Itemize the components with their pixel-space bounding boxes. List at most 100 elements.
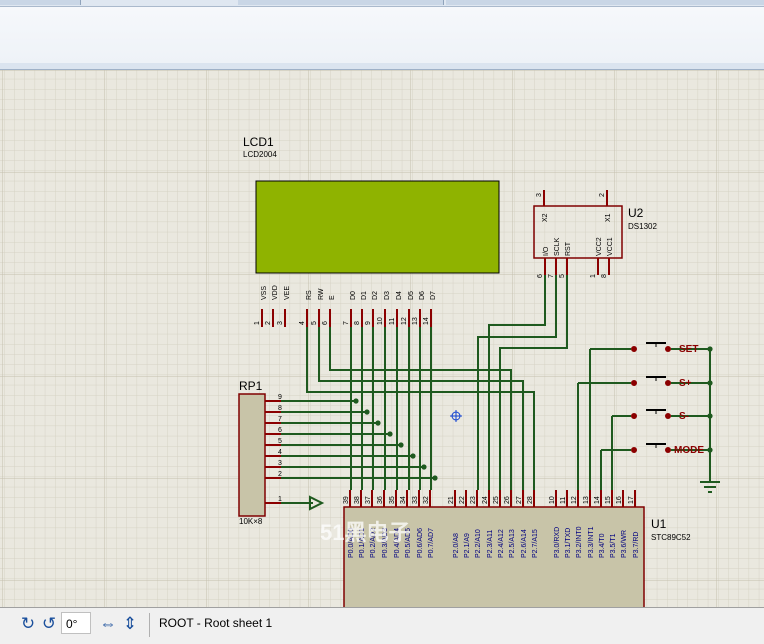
rp-value: 10K×8 [239, 517, 263, 526]
lcd-pin-number: 10 [377, 317, 384, 325]
rtc-pin-name: X2 [542, 213, 549, 222]
rtc-sclk-wire [477, 275, 557, 490]
rp-pin-number: 8 [278, 405, 282, 412]
mcu-body [343, 506, 645, 607]
lcd-pin-name: E [329, 295, 336, 300]
lcd-pin-number: 11 [389, 318, 396, 325]
port3-pin-number: 15 [605, 496, 612, 504]
port3-pin-number: 16 [616, 496, 623, 504]
button-label: S- [679, 411, 689, 422]
button-terminal [631, 380, 637, 386]
lcd-pin-number: 7 [343, 321, 350, 325]
port3-pin-number: 13 [583, 496, 590, 504]
lcd-pin-name: D0 [350, 291, 357, 300]
lcd-ref: LCD1 [243, 135, 274, 149]
tab-1[interactable] [0, 0, 81, 5]
tab-strip [0, 0, 764, 7]
button-label: S+ [679, 378, 692, 389]
lcd-pin-number: 13 [412, 317, 419, 325]
lcd-pin-name: D5 [408, 291, 415, 300]
port2-pin-name: P2.1/A9 [464, 533, 471, 558]
sheet-label: ROOT - Root sheet 1 [159, 616, 273, 630]
components [238, 180, 720, 607]
port2-pin-name: P2.3/A11 [487, 530, 494, 558]
lcd-pin-number: 14 [423, 317, 430, 325]
schematic-canvas[interactable]: LCD1LCD2004VSS1VDD2VEE3RS4RW5E6D07D18D29… [0, 70, 764, 607]
port0-pin-name: P0.5/AD5 [405, 528, 412, 558]
port3-pin-number: 14 [594, 496, 601, 504]
port3-pin-number: 11 [560, 497, 567, 504]
rotate-cw-icon[interactable]: ↻ [20, 614, 36, 633]
rtc-pin-number: 1 [590, 274, 597, 278]
rp-pin-number: 1 [278, 496, 282, 503]
button-terminal [665, 380, 671, 386]
lcd-pin-name: RS [306, 290, 313, 300]
junction-dot [398, 442, 404, 448]
labels: LCD1LCD2004VSS1VDD2VEE3RS4RW5E6D07D18D29… [239, 135, 704, 558]
port3-pin-number: 12 [571, 496, 578, 504]
rp-pin-number: 9 [278, 394, 282, 401]
mirror-horizontal-icon[interactable]: ⇔ [99, 614, 117, 633]
junction-dot [432, 475, 438, 481]
rtc-pin-number: 5 [559, 274, 566, 278]
junction-dot [410, 453, 416, 459]
port3-pin-name: P3.2/INT0 [576, 526, 583, 558]
port3-pin-name: P3.4/T0 [599, 533, 606, 558]
lcd-pin-name: D2 [372, 291, 379, 300]
port2-pin-number: 26 [504, 496, 511, 504]
port0-pin-name: P0.4/AD4 [394, 528, 401, 558]
port0-pin-number: 33 [412, 496, 419, 504]
port2-pin-number: 24 [482, 496, 489, 504]
lcd-display [255, 180, 500, 274]
port2-pin-number: 21 [448, 496, 455, 504]
wires [281, 275, 713, 504]
port3-pin-name: P3.0/RXD [554, 527, 561, 558]
lcd-pin-name: VDD [272, 285, 279, 300]
button-terminal [665, 447, 671, 453]
tab-3[interactable] [446, 0, 764, 5]
rotate-ccw-icon[interactable]: ↺ [41, 614, 57, 633]
rp-pin-number: 4 [278, 449, 282, 456]
rtc-rst-wire [499, 275, 568, 490]
lcd-pin-name: D4 [396, 291, 403, 300]
port0-pin-name: P0.2/AD2 [370, 528, 377, 558]
lcd-pin-number: 2 [265, 321, 272, 325]
rtc-pin-name: SCLK [554, 237, 561, 256]
port3-pin-number: 10 [549, 496, 556, 504]
port2-pin-number: 28 [527, 496, 534, 504]
lcd-pin-number: 1 [254, 321, 261, 325]
port3-pin-number: 17 [628, 496, 635, 504]
rtc-pin-number: 2 [599, 193, 606, 197]
button-terminal [631, 447, 637, 453]
junction-dot [387, 431, 393, 437]
button-label: MODE [674, 445, 704, 456]
rtc-io-wire [488, 275, 546, 490]
port3-pin-name: P3.6/WR [621, 530, 628, 558]
port0-pin-name: P0.3/AD3 [382, 528, 389, 558]
lcd-pin-number: 6 [322, 321, 329, 325]
tab-2[interactable] [238, 0, 444, 5]
port0-pin-number: 34 [400, 496, 407, 504]
lcd-value: LCD2004 [243, 150, 277, 159]
rp-ref: RP1 [239, 379, 263, 393]
port3-pin-name: P3.3/INT1 [588, 526, 595, 558]
mirror-vertical-icon[interactable]: ⇕ [122, 614, 138, 633]
rtc-pin-number: 6 [537, 274, 544, 278]
rp-pin-number: 7 [278, 416, 282, 423]
button-terminal [665, 346, 671, 352]
lcd-pin-number: 9 [365, 321, 372, 325]
rtc-pin-number: 3 [536, 193, 543, 197]
rotation-field[interactable]: 0° [61, 612, 91, 634]
port2-pin-number: 25 [493, 496, 500, 504]
rp-pin-number: 5 [278, 438, 282, 445]
lcd-pin-name: D3 [384, 291, 391, 300]
rs-wire [306, 327, 535, 490]
button-terminal [665, 413, 671, 419]
resistor-pack-body [238, 393, 266, 517]
lcd-pin-name: D1 [361, 291, 368, 300]
vcc-arrow [309, 495, 325, 511]
port2-pin-name: P2.5/A13 [509, 529, 516, 558]
canvas-top-border [0, 63, 764, 70]
rp-pin-number: 6 [278, 427, 282, 434]
lcd-pin-number: 12 [401, 317, 408, 325]
